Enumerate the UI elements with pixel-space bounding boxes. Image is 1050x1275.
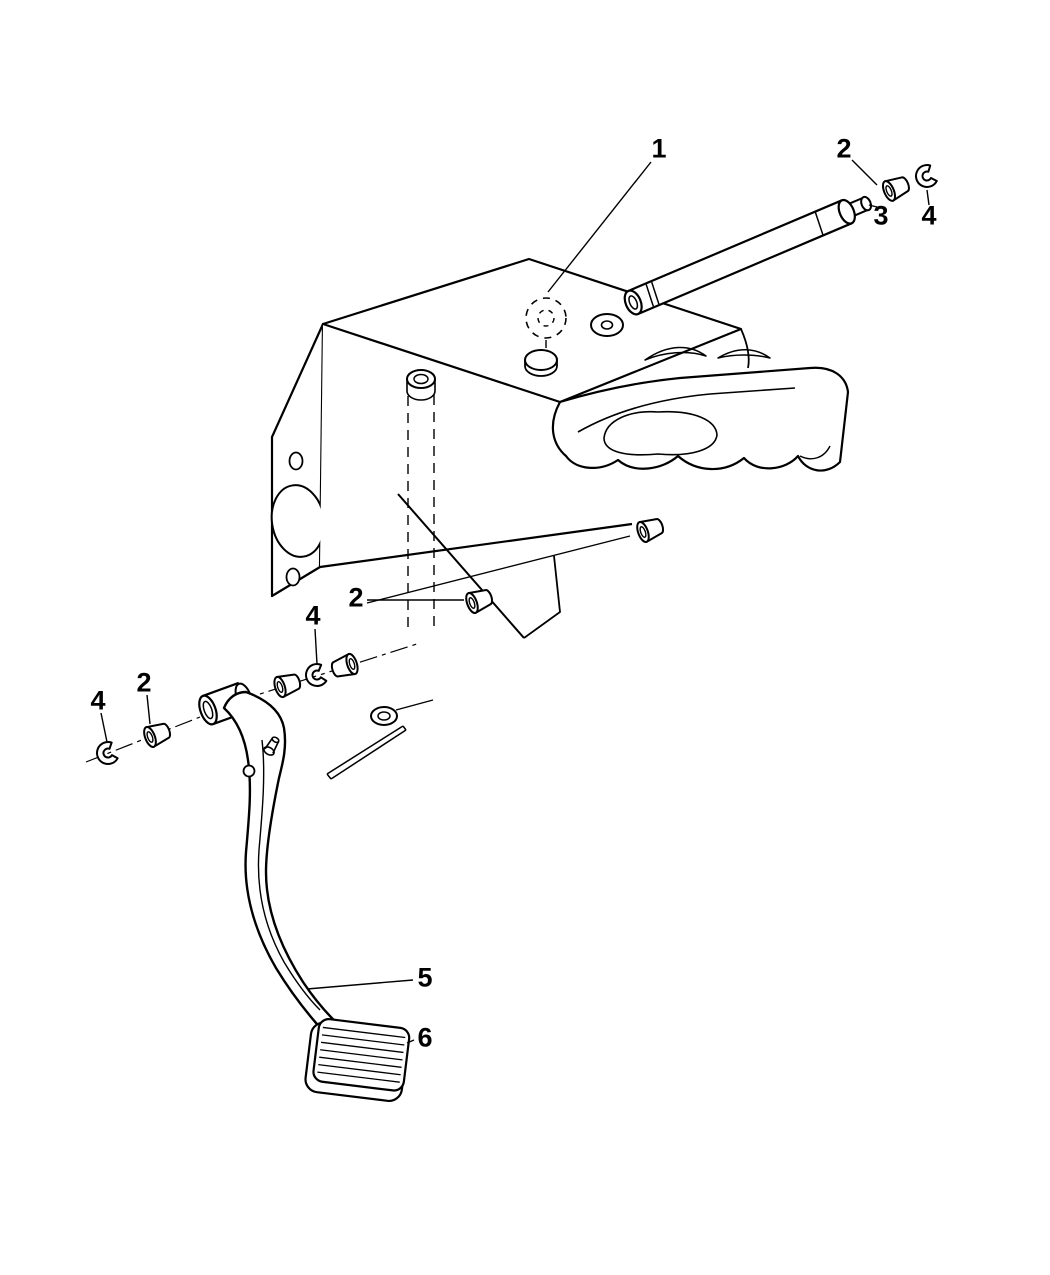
- bracket-top-details: [524, 297, 624, 377]
- mounting-plate: [270, 322, 326, 598]
- pedal-pad: [304, 1018, 411, 1103]
- spring-pin: [326, 725, 407, 780]
- washer: [370, 699, 434, 726]
- pedal-left-bushing: [140, 718, 174, 750]
- callout-2-pedal: 2: [136, 667, 152, 698]
- bracket-bushing-lower: [633, 514, 667, 545]
- shaft-bushing: [879, 172, 913, 204]
- leader-lines: [100, 159, 930, 1044]
- callout-5: 5: [417, 962, 433, 993]
- callout-6: 6: [417, 1022, 433, 1053]
- clutch-pedal-arm: [222, 690, 343, 1046]
- pedal-left-retainer-clip: [92, 739, 120, 769]
- shaft-retainer-clip: [911, 162, 939, 192]
- pivot-shaft: [623, 195, 873, 316]
- callout-2-shaft: 2: [836, 133, 852, 164]
- bracket-bushing-upper: [462, 585, 496, 616]
- pedal-axis-bushing-outer: [328, 651, 361, 682]
- callout-2-bracket: 2: [348, 582, 364, 613]
- pedal-axis-bushing-inner: [271, 669, 304, 700]
- callout-3: 3: [873, 200, 889, 231]
- hidden-bore: [406, 369, 436, 633]
- callout-4-shaft: 4: [921, 200, 937, 231]
- center-axis-lines: [85, 642, 421, 763]
- bracket-flange: [551, 346, 850, 472]
- pedal-axis-retainer-clip: [302, 661, 329, 690]
- callout-4-pedal: 4: [90, 685, 106, 716]
- callout-1: 1: [651, 133, 667, 164]
- callout-4-bracket: 4: [305, 600, 321, 631]
